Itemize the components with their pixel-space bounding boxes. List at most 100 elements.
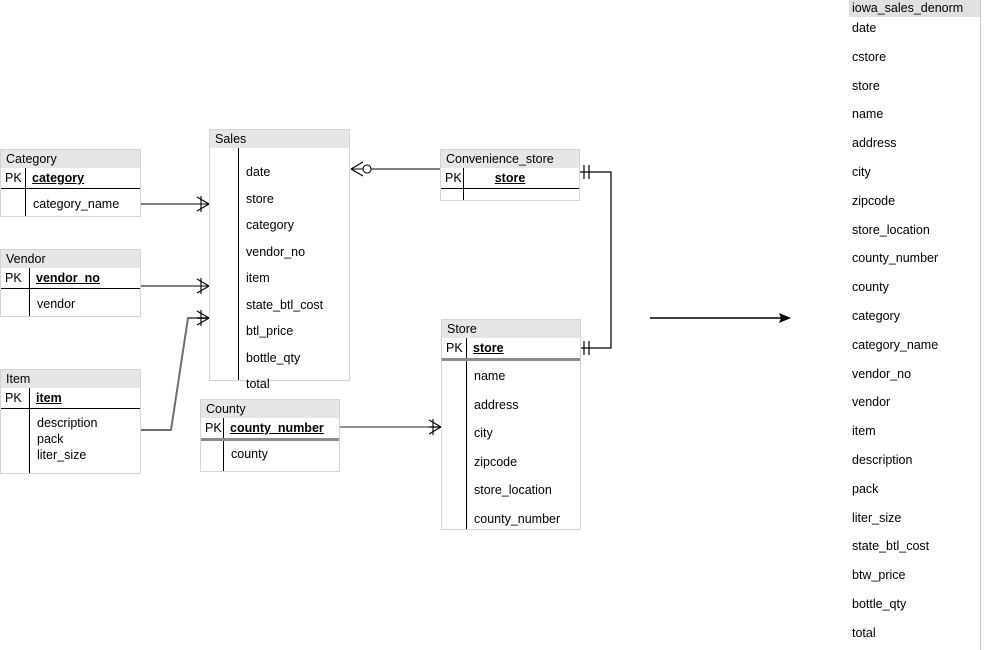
attribute-category: category [246, 218, 294, 232]
attribute-bottle_qty: bottle_qty [246, 350, 301, 365]
entity-column-divider [238, 148, 239, 380]
denorm-column-county: county [852, 280, 889, 295]
primary-key-row-category: PK category [1, 168, 140, 188]
denorm-column-vendor_no: vendor_no [852, 366, 912, 381]
primary-key-row-county: PK county_number [201, 418, 339, 438]
attribute-pack: pack [37, 432, 64, 446]
denorm-column-city: city [852, 165, 871, 179]
entity-title-county: County [201, 400, 339, 418]
pk-label: PK [5, 271, 22, 285]
denorm-column-item: item [852, 424, 876, 439]
pk-separator-rule [441, 188, 579, 189]
attribute-vendor_no: vendor_no [246, 244, 306, 259]
denorm-column-county_number: county_number [852, 251, 939, 266]
pk-separator-rule [442, 358, 580, 361]
denorm-column-liter_size: liter_size [852, 510, 902, 525]
denorm-column-btw_price: btw_price [852, 568, 906, 583]
attribute-county_number: county_number [474, 511, 561, 526]
entity-column-divider [29, 268, 30, 316]
relationship-item-sales [141, 310, 210, 431]
denormalization-flow-arrow [650, 313, 791, 323]
pk-label: PK [5, 391, 22, 405]
denorm-column-vendor: vendor [852, 395, 891, 410]
relationship-category-sales [141, 196, 210, 212]
denorm-column-category: category [852, 309, 900, 323]
attribute-city: city [474, 426, 493, 440]
attribute-category_name: category_name [33, 197, 120, 211]
entity-title-category: Category [1, 150, 140, 168]
entity-title-convenience_store: Convenience_store [441, 150, 579, 168]
denorm-column-state_btl_cost: state_btl_cost [852, 539, 930, 554]
entity-column-divider [466, 338, 467, 529]
pk-label: PK [446, 341, 463, 355]
attribute-store: store [246, 191, 274, 206]
attribute-description: description [37, 416, 98, 430]
denorm-column-address: address [852, 136, 897, 151]
pk-field-name: county_number [230, 421, 324, 435]
relationship-sales-convenience-store [350, 161, 440, 177]
entity-body-item: PK item description pack liter_size [1, 388, 140, 473]
attribute-vendor: vendor [37, 297, 76, 311]
attribute-item: item [246, 271, 270, 285]
primary-key-row-convenience_store: PK store [441, 168, 579, 188]
denorm-column-zipcode: zipcode [852, 193, 896, 208]
denorm-column-store_location: store_location [852, 222, 930, 237]
pk-field-name: vendor_no [36, 271, 100, 285]
entity-title-sales: Sales [210, 130, 349, 148]
entity-body-category: PK category category_name [1, 168, 140, 216]
entity-column-divider [463, 168, 464, 200]
entity-column-divider [25, 168, 26, 216]
pk-label: PK [5, 171, 22, 185]
entity-title-vendor: Vendor [1, 250, 140, 268]
attribute-date: date [246, 165, 271, 179]
attribute-liter_size: liter_size [37, 448, 87, 462]
entity-column-divider [223, 418, 224, 471]
pk-separator-rule [1, 408, 140, 409]
denorm-column-name: name [852, 107, 884, 122]
attribute-county: county [231, 447, 268, 461]
pk-field-name: category [32, 171, 85, 185]
pk-field-name: store [494, 171, 526, 185]
entity-column-divider [29, 388, 30, 473]
pk-separator-rule [1, 288, 140, 289]
denorm-column-pack: pack [852, 481, 879, 496]
attribute-address: address [474, 397, 519, 412]
pk-label: PK [445, 171, 462, 185]
denorm-column-description: description [852, 453, 913, 467]
pk-separator-rule [1, 188, 140, 189]
attribute-state_btl_cost: state_btl_cost [246, 297, 324, 312]
primary-key-row-store: PK store [442, 338, 580, 358]
pk-separator-rule [201, 438, 339, 441]
attribute-name: name [474, 369, 506, 383]
denorm-column-bottle_qty: bottle_qty [852, 597, 907, 611]
pk-field-name: store [473, 341, 504, 355]
attribute-btl_price: btl_price [246, 324, 294, 338]
denorm-column-store: store [852, 78, 880, 93]
relationship-county-store [340, 419, 442, 435]
primary-key-row-item: PK item [1, 388, 140, 408]
attribute-total: total [246, 377, 270, 391]
entity-title-item: Item [1, 370, 140, 388]
attribute-zipcode: zipcode [474, 454, 518, 469]
pk-field-name: item [36, 391, 62, 405]
relationship-convenience-store-store [580, 165, 612, 355]
denorm-table-title: iowa_sales_denorm [849, 0, 980, 17]
entity-title-store: Store [442, 320, 580, 338]
denorm-column-total: total [852, 625, 876, 640]
denorm-column-category_name: category_name [852, 337, 939, 352]
pk-label: PK [205, 421, 222, 435]
